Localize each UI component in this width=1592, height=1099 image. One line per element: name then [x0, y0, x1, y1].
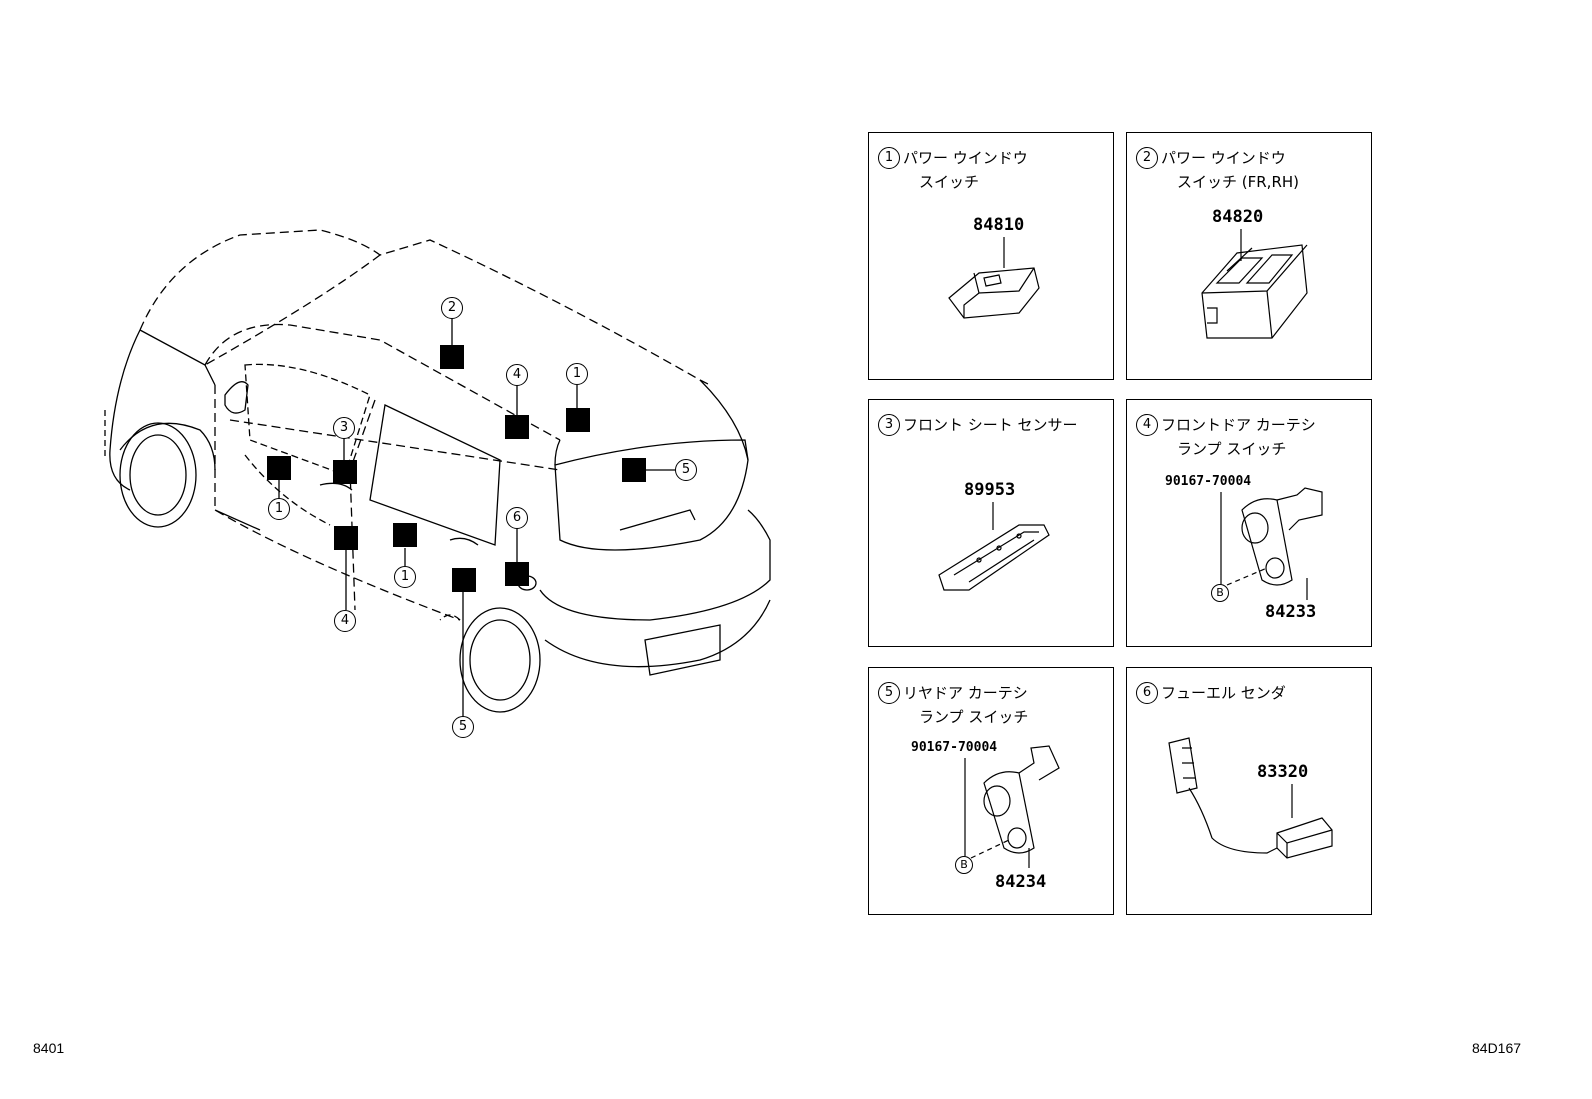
part-number: 84810 — [973, 215, 1025, 235]
marker-square — [622, 458, 646, 482]
marker-square — [505, 562, 529, 586]
fuel-sender-drawing — [1168, 737, 1333, 859]
marker-square — [505, 415, 529, 439]
part-number: 89953 — [964, 480, 1016, 500]
switch-drawing — [1201, 229, 1308, 339]
panel-number: 6 — [1136, 682, 1158, 704]
panel-subtitle: スイッチ — [919, 173, 980, 191]
lamp-switch-drawing — [1220, 487, 1323, 600]
part-number: 90167-70004 — [1165, 474, 1252, 489]
panel-fuel-sender: 6 フューエル センダ 83320 — [1126, 667, 1372, 915]
panel-number: 1 — [878, 147, 900, 169]
callout-1: 1 — [268, 498, 290, 520]
panel-title: フロントドア カーテシ — [1161, 416, 1316, 434]
diagram-code-right: 84D167 — [1472, 1040, 1522, 1056]
part-number: 84234 — [995, 872, 1047, 892]
callout-6: 6 — [506, 507, 528, 529]
panel-number: 3 — [878, 414, 900, 436]
marker-square — [452, 568, 476, 592]
callout-4: 4 — [506, 364, 528, 386]
callout-1: 1 — [394, 566, 416, 588]
marker-square — [334, 526, 358, 550]
panel-power-window-switch-fr-rh: 2 パワー ウインドウ スイッチ (FR,RH) 84820 — [1126, 132, 1372, 380]
panel-front-seat-sensor: 3 フロント シート センサー 89953 — [868, 399, 1114, 647]
callout-5: 5 — [452, 716, 474, 738]
car-illustration — [104, 229, 771, 717]
lamp-switch-drawing — [964, 745, 1060, 868]
callout-5: 5 — [675, 459, 697, 481]
panel-subtitle: スイッチ (FR,RH) — [1177, 173, 1299, 191]
callout-1: 1 — [566, 363, 588, 385]
panel-subtitle: ランプ スイッチ — [919, 708, 1029, 726]
panel-number: 4 — [1136, 414, 1158, 436]
panel-power-window-switch: 1 パワー ウインドウ スイッチ 84810 — [868, 132, 1114, 380]
callout-3: 3 — [333, 417, 355, 439]
part-number: 90167-70004 — [911, 740, 998, 755]
panel-title: フューエル センダ — [1161, 684, 1286, 702]
panel-front-door-courtesy-lamp-switch: 4 フロントドア カーテシ ランプ スイッチ 90167-70004 84233… — [1126, 399, 1372, 647]
part-number: 83320 — [1257, 762, 1309, 782]
part-number: 84233 — [1265, 602, 1317, 622]
panel-title: パワー ウインドウ — [903, 149, 1028, 167]
sensor-drawing — [938, 502, 1050, 591]
part-number: 84820 — [1212, 207, 1264, 227]
callout-4: 4 — [334, 610, 356, 632]
panel-number: 2 — [1136, 147, 1158, 169]
switch-drawing — [948, 237, 1040, 319]
panel-title: フロント シート センサー — [903, 416, 1078, 434]
panel-title: リヤドア カーテシ — [903, 684, 1028, 702]
marker-square — [267, 456, 291, 480]
panel-rear-door-courtesy-lamp-switch: 5 リヤドア カーテシ ランプ スイッチ 90167-70004 84234 B — [868, 667, 1114, 915]
panel-title: パワー ウインドウ — [1161, 149, 1286, 167]
marker-b: B — [1211, 584, 1229, 602]
marker-square — [333, 460, 357, 484]
diagram-code-left: 8401 — [33, 1040, 65, 1056]
callout-2: 2 — [441, 297, 463, 319]
panel-subtitle: ランプ スイッチ — [1177, 440, 1287, 458]
marker-square — [440, 345, 464, 369]
panel-number: 5 — [878, 682, 900, 704]
marker-b: B — [955, 856, 973, 874]
marker-square — [566, 408, 590, 432]
marker-square — [393, 523, 417, 547]
